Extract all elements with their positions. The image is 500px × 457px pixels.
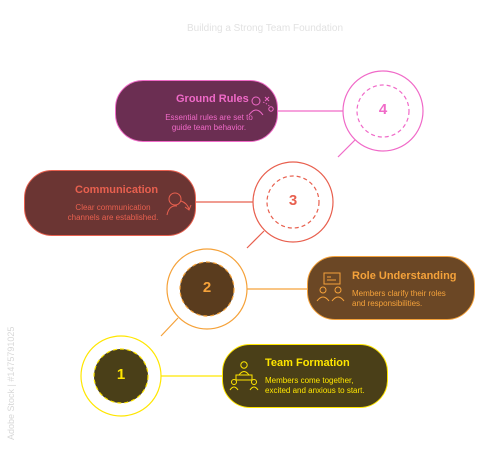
step-4-title: Ground Rules bbox=[176, 93, 249, 105]
step-1-description-line2: excited and anxious to start. bbox=[265, 386, 365, 395]
step-3-number: 3 bbox=[288, 192, 298, 209]
step-1-description: Members come together, excited and anxio… bbox=[265, 376, 387, 396]
communication-icon bbox=[166, 192, 192, 216]
step-3-title: Communication bbox=[75, 184, 159, 196]
step-4-circle bbox=[268, 70, 424, 158]
step-4-description-line2: guide team behavior. bbox=[171, 123, 247, 132]
stock-watermark: Adobe Stock | #1475791025 bbox=[6, 326, 16, 440]
step-3-description-line1: Clear communication bbox=[75, 203, 151, 212]
step-2-card: Role Understanding Members clarify their… bbox=[307, 256, 475, 320]
step-3-description: Clear communication channels are establi… bbox=[53, 203, 173, 223]
rules-icon bbox=[248, 96, 274, 116]
step-2-circle bbox=[160, 248, 310, 337]
step-3-card: Communication Clear communication channe… bbox=[24, 170, 196, 236]
step-2-description-line2: and responsibilities. bbox=[352, 299, 423, 308]
step-1-card: Team Formation Members come together, ex… bbox=[222, 344, 388, 408]
step-4-description-line1: Essential rules are set to bbox=[165, 113, 253, 122]
step-3-circle bbox=[190, 161, 334, 249]
step-2-number: 2 bbox=[202, 279, 212, 296]
step-4-number: 4 bbox=[378, 101, 388, 118]
step-2-description: Members clarify their roles and responsi… bbox=[352, 289, 472, 309]
step-4-description: Essential rules are set to guide team be… bbox=[154, 113, 264, 133]
diagram-title: Building a Strong Team Foundation bbox=[186, 23, 344, 34]
step-1-title: Team Formation bbox=[265, 357, 350, 369]
step-2-title: Role Understanding bbox=[352, 270, 457, 282]
step-1-description-line1: Members come together, bbox=[265, 376, 354, 385]
step-1-circle bbox=[80, 335, 225, 417]
roles-icon bbox=[316, 272, 345, 302]
team-icon bbox=[229, 361, 259, 391]
step-3-description-line2: channels are established. bbox=[67, 213, 159, 222]
step-2-description-line1: Members clarify their roles bbox=[352, 289, 446, 298]
step-1-number: 1 bbox=[116, 366, 126, 383]
step-4-card: Ground Rules Essential rules are set to … bbox=[115, 80, 278, 142]
